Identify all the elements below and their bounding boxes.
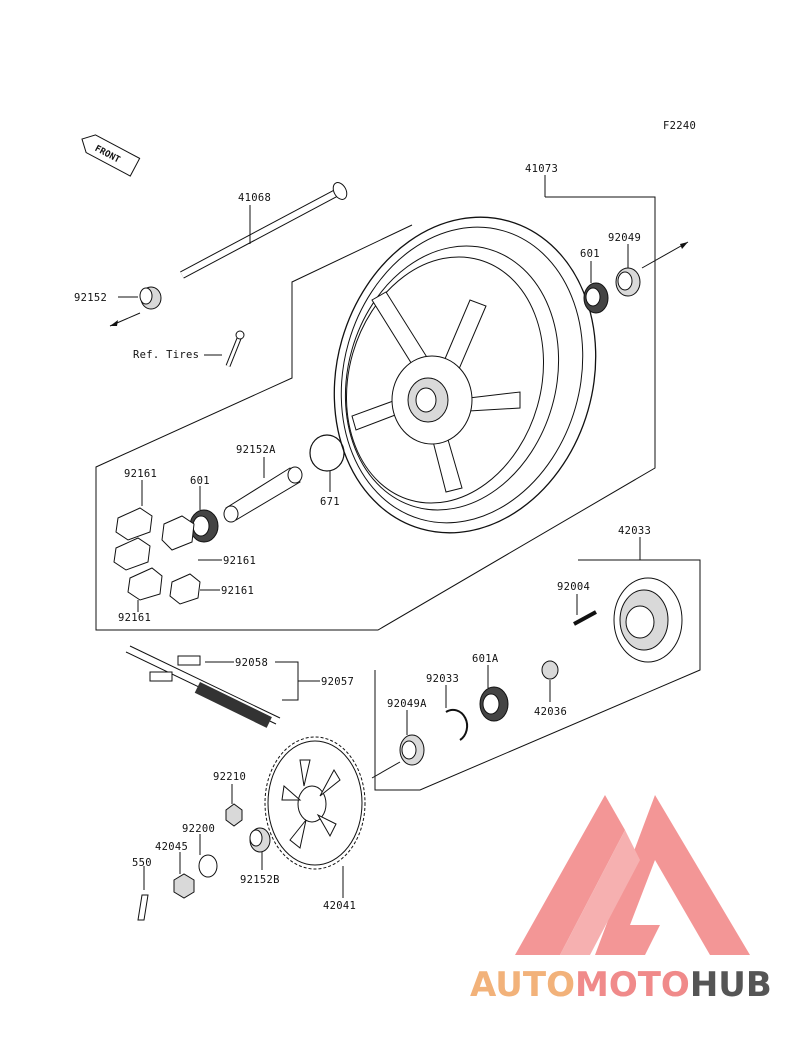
seal-92049A [399, 734, 425, 766]
callout-92210: 92210 [213, 771, 246, 783]
callout-92152B: 92152B [240, 874, 280, 886]
axle-arrow-right [641, 241, 689, 269]
callout-601-mid: 601 [190, 475, 210, 487]
stud-92004 [573, 610, 597, 626]
bearing-601-top [583, 282, 609, 314]
drive-chain-92057 [125, 645, 281, 728]
callout-92200: 92200 [182, 823, 215, 835]
callout-92161-c: 92161 [221, 585, 254, 597]
watermark-auto: AUTO [470, 965, 575, 1005]
watermark-hub: HUB [690, 965, 772, 1005]
nut-42045 [173, 873, 195, 899]
rear-sprocket-42041 [264, 736, 366, 870]
collar-92152B [249, 827, 271, 853]
callout-92152A: 92152A [236, 444, 276, 456]
callout-41068: 41068 [238, 192, 271, 204]
oring-671 [309, 434, 345, 472]
sprocket-hub-42033 [613, 577, 683, 663]
callout-92004: 92004 [557, 581, 590, 593]
valve-stem [225, 330, 245, 367]
callout-92049A: 92049A [387, 698, 427, 710]
axle-41068 [180, 182, 348, 279]
bearing-601A [479, 686, 509, 722]
callout-92058: 92058 [235, 657, 268, 669]
axle-arrow-right-head [680, 242, 688, 249]
callout-41073: 41073 [525, 163, 558, 175]
nut-92210 [225, 803, 243, 827]
wheel-group-frame [95, 196, 656, 631]
callout-92049: 92049 [608, 232, 641, 244]
axle-arrow-left-head [110, 320, 118, 326]
front-arrow: FRONT [81, 134, 141, 177]
callout-92161-b: 92161 [223, 555, 256, 567]
callout-92161-a: 92161 [124, 468, 157, 480]
leader-92057 [275, 661, 299, 701]
callout-92152: 92152 [74, 292, 107, 304]
collar-92152 [139, 286, 162, 310]
rear-wheel-41073 [333, 216, 597, 534]
callout-42045: 42045 [155, 841, 188, 853]
callout-601-top: 601 [580, 248, 600, 260]
hub-group-frame [374, 559, 701, 791]
chain-joint-92058 [149, 655, 201, 682]
callout-42033: 42033 [618, 525, 651, 537]
callout-92057: 92057 [321, 676, 354, 688]
callout-601A: 601A [472, 653, 499, 665]
callout-92033: 92033 [426, 673, 459, 685]
watermark-moto: MOTO [575, 965, 690, 1005]
ref-tires-label: Ref. Tires [133, 349, 199, 361]
callout-42036: 42036 [534, 706, 567, 718]
seal-92049 [615, 267, 641, 297]
cotter-pin-550 [137, 894, 149, 921]
callout-42041: 42041 [323, 900, 356, 912]
spacer-92152A [223, 466, 303, 523]
sprocket-axis-line [371, 761, 401, 779]
watermark-logo [515, 795, 750, 955]
watermark-text: AUTOMOTOHUB [470, 965, 772, 1005]
circlip-92033 [445, 708, 469, 741]
washer-92200 [198, 854, 218, 878]
callout-550: 550 [132, 857, 152, 869]
callout-92161-d: 92161 [118, 612, 151, 624]
collar-42036 [541, 660, 559, 680]
figure-code: F2240 [663, 120, 696, 132]
callout-671: 671 [320, 496, 340, 508]
dampers-92161 [113, 507, 201, 605]
